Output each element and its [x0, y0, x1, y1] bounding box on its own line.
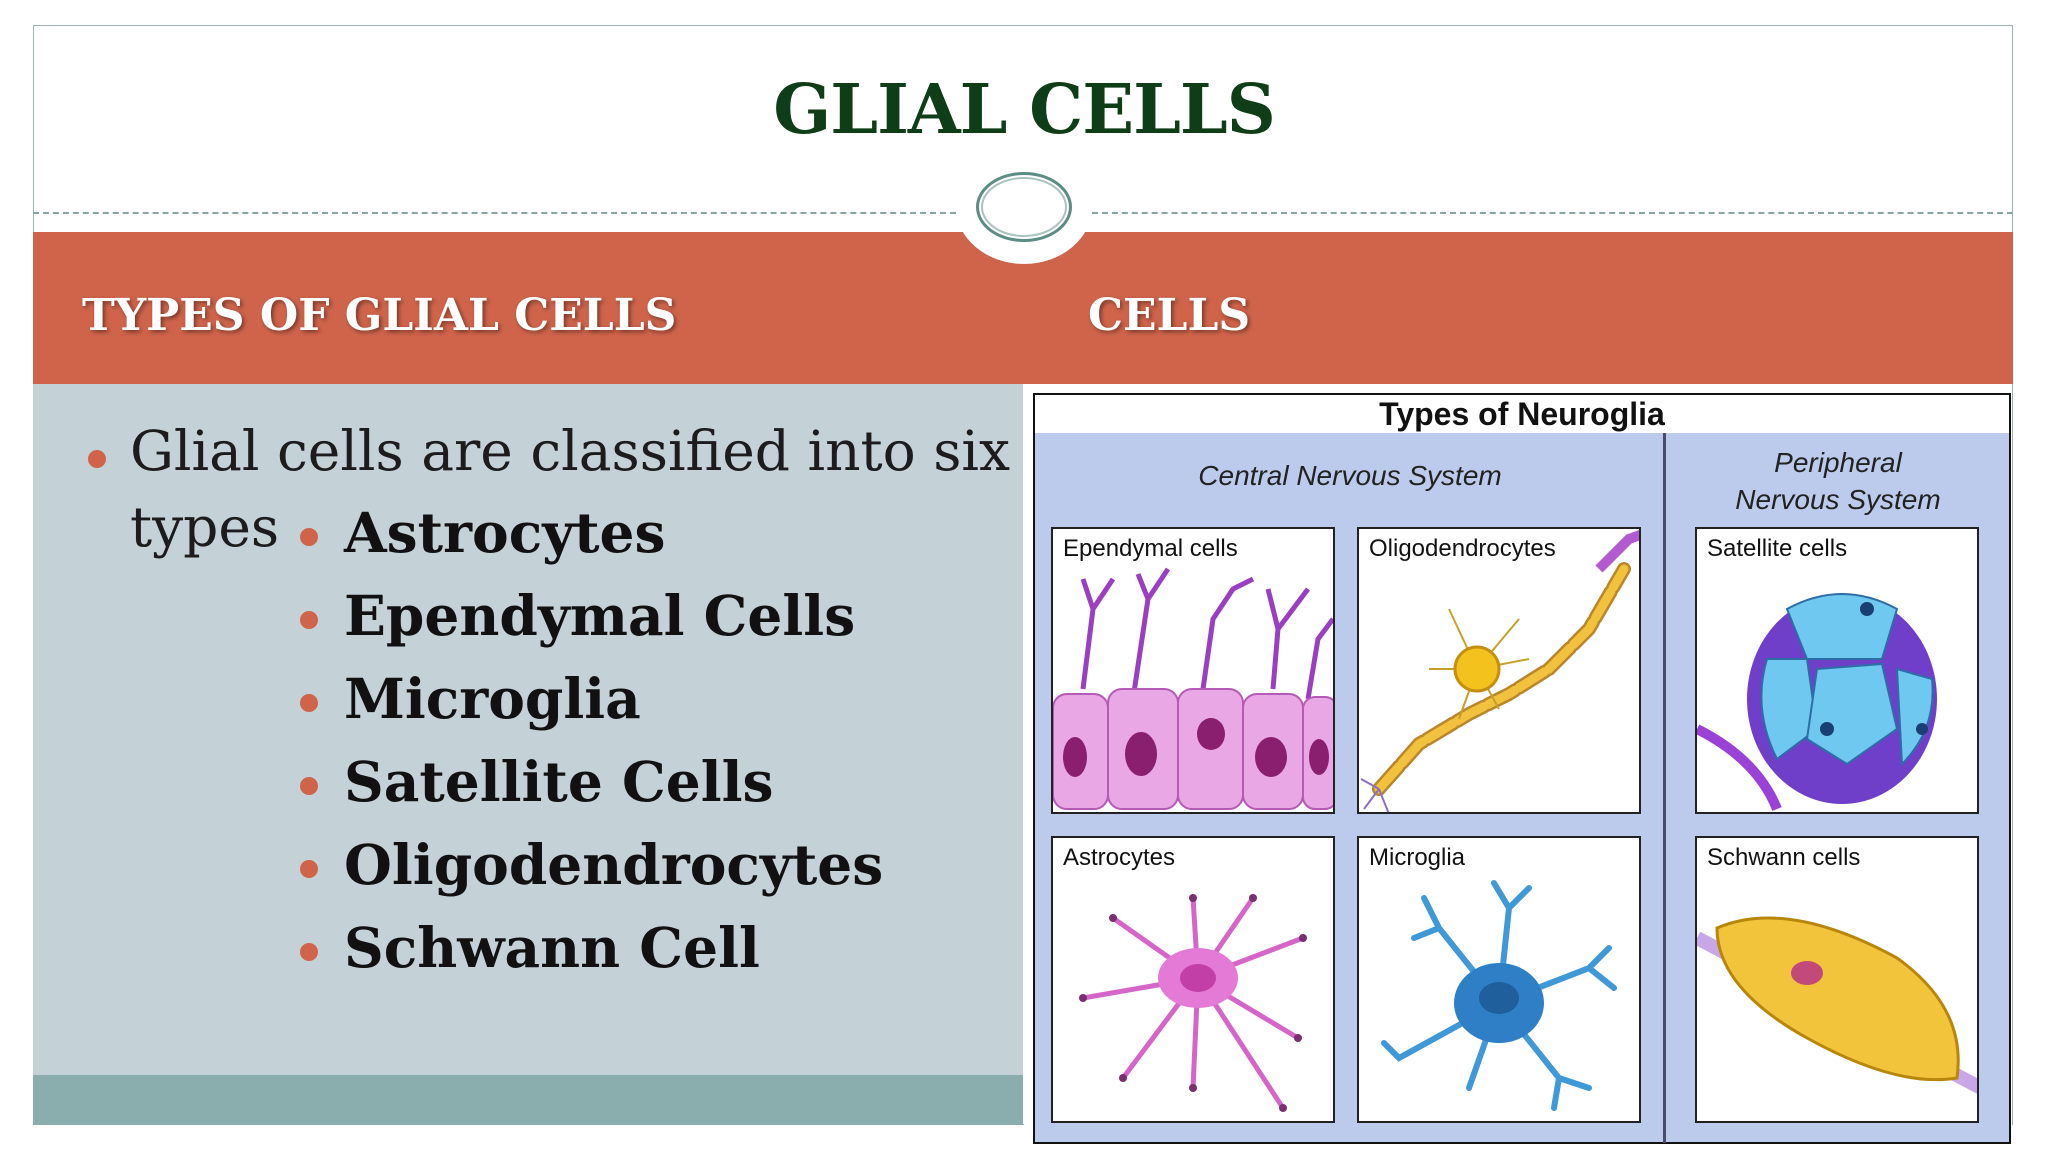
- pns-label: Peripheral Nervous System: [1670, 444, 2006, 518]
- bullet-dot: [300, 694, 318, 712]
- header-right-label: CELLS: [1088, 290, 1251, 341]
- intro-text-line2: types: [130, 495, 280, 559]
- ependymal-cells-illustration: [1053, 567, 1333, 810]
- microglia-illustration: [1381, 880, 1617, 1111]
- microglia-label: Microglia: [1369, 844, 1466, 871]
- oligodendrocytes-panel: Oligodendrocytes: [1357, 527, 1641, 814]
- astrocytes-illustration: [1079, 894, 1307, 1112]
- bullet-dot: [300, 528, 318, 546]
- left-content-panel: [33, 384, 1023, 1075]
- satellite-label: Satellite cells: [1707, 535, 1848, 562]
- astrocytes-label: Astrocytes: [1063, 844, 1176, 871]
- bullet-dot: [300, 611, 318, 629]
- ornament-ring-inner: [981, 177, 1067, 237]
- footer-bar: [33, 1075, 1023, 1125]
- satellite-cells-illustration: [1697, 593, 1937, 811]
- cns-label: Central Nervous System: [1198, 460, 1502, 491]
- schwann-cells-panel: Schwann cells: [1695, 836, 1979, 1123]
- figure-divider: [1663, 433, 1666, 1143]
- microglia-panel: Microglia: [1357, 836, 1641, 1123]
- schwann-cells-illustration: [1697, 916, 1977, 1094]
- ependymal-cells-panel: Ependymal cells: [1051, 527, 1335, 814]
- oligodendrocytes-label: Oligodendrocytes: [1369, 535, 1556, 562]
- pns-label-line1: Peripheral: [1774, 447, 1902, 478]
- pns-label-line2: Nervous System: [1735, 484, 1941, 515]
- bullet-dot: [300, 777, 318, 795]
- ependymal-label: Ependymal cells: [1063, 535, 1238, 562]
- astrocytes-panel: Astrocytes: [1051, 836, 1335, 1123]
- bullet-dot: [88, 450, 106, 468]
- ornament-ring: [976, 172, 1072, 242]
- intro-text-line1: Glial cells are classified into six: [130, 419, 1011, 483]
- satellite-cells-panel: Satellite cells: [1695, 527, 1979, 814]
- divider-line-left: [33, 212, 956, 214]
- divider-line-right: [1092, 212, 2013, 214]
- header-left-label: TYPES OF GLIAL CELLS: [82, 290, 677, 341]
- slide-title: GLIAL CELLS: [773, 70, 1276, 150]
- bullet-dot: [300, 943, 318, 961]
- figure-title: Types of Neuroglia: [1033, 393, 2011, 435]
- oligodendrocytes-illustration: [1360, 530, 1639, 812]
- bullet-dot: [300, 860, 318, 878]
- schwann-label: Schwann cells: [1707, 844, 1861, 871]
